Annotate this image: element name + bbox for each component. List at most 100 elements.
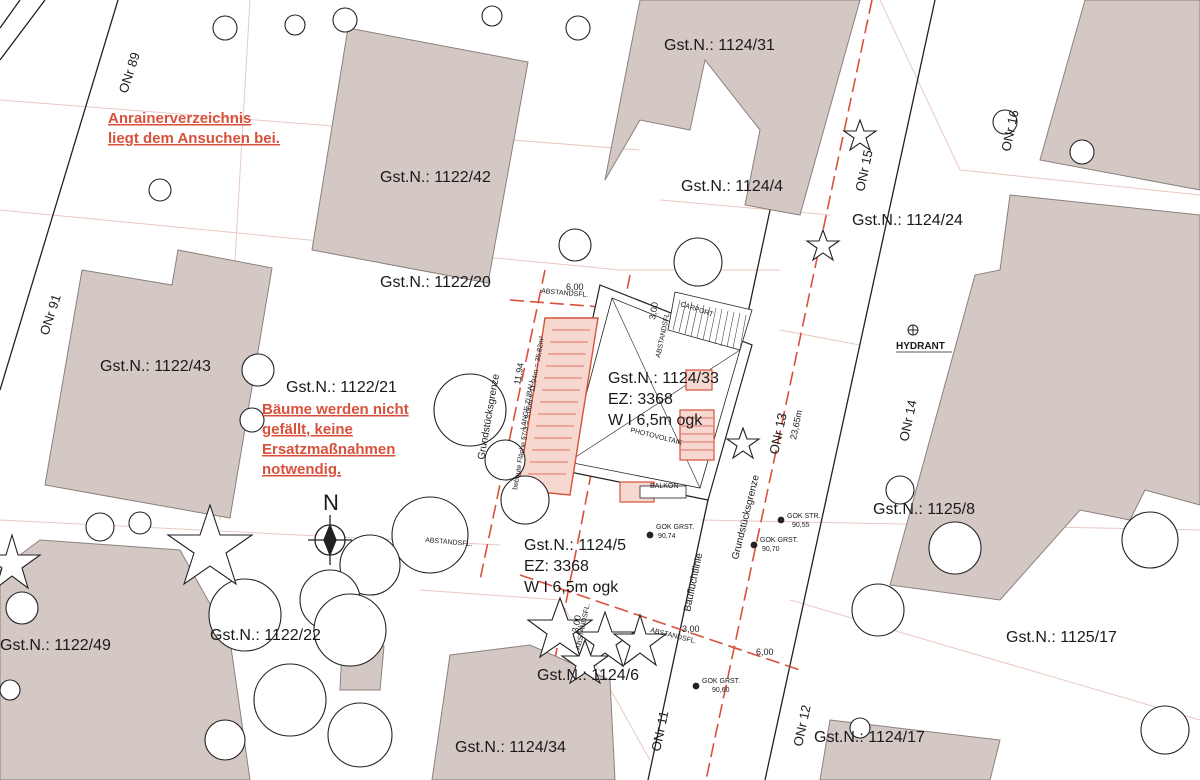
tree-icon [241,353,275,387]
baufluchtlinie-label: Baufluchtlinie [682,552,705,613]
elevation-label: GOK STR. [787,513,821,520]
building-1124-31 [604,0,861,216]
parcel-label: Gst.N.: 1122/20 [380,274,491,291]
zoning-ez: EZ: 3368 [524,558,589,575]
house-number: ONr 14 [896,399,919,443]
conifer-icon [526,596,594,659]
house-number: ONr 15 [852,149,875,193]
parcel-label: Gst.N.: 1122/21 [286,379,397,396]
tree-icon [0,679,21,701]
parcel-label: Gst.N.: 1125/8 [873,501,975,518]
north-arrow [308,515,352,565]
conifer-icon [725,426,761,460]
elevation-value: 90,60 [712,687,730,694]
tree-icon [1069,139,1095,165]
tree-icon [284,14,306,36]
tree-icon [212,15,238,41]
note-trees-line-2: gefällt, keine [262,421,353,438]
building-1124-34 [431,644,616,780]
tree-icon [239,407,265,433]
parcel-label: Gst.N.: 1122/42 [380,169,491,186]
elevation-markers [646,516,785,690]
extension-red [517,317,599,496]
tree-icon [148,178,172,202]
zoning-second: EZ: 3368 W I 6,5m ogk [524,558,619,596]
parcel-label: Gst.N.: 1124/31 [664,37,775,54]
dimension-label: 6,00 [756,647,774,657]
conifer-icon [842,118,878,152]
elevation-label: GOK GRST. [760,537,798,544]
zoning-wi: W I 6,5m ogk [608,412,703,429]
conifer-icon [574,610,636,668]
conifer-icon [0,533,42,590]
tree-icon [928,521,982,575]
house-number: ONr 89 [116,50,143,94]
project-building [517,284,753,503]
tree-icon [673,237,723,287]
elevation-marker-icon [646,531,654,539]
elevation-marker-icon [692,682,700,690]
note-neighbours-line-2: liegt dem Ansuchen bei. [108,130,280,147]
parcel-label: Gst.N.: 1124/6 [537,667,639,684]
parcel-label-project: Gst.N.: 1124/33 [608,370,719,387]
tree-icon [484,439,526,481]
zoning-main: EZ: 3368 W I 6,5m ogk [608,391,703,429]
tree-icon [500,475,550,525]
tree-icon [332,7,358,33]
elevation-label: GOK GRST. [656,524,694,531]
note-neighbours: Anrainerverzeichnis liegt dem Ansuchen b… [108,110,280,147]
house-number: ONr 11 [648,709,671,752]
tree-icon [565,15,591,41]
note-trees: Bäume werden nicht gefällt, keine Ersatz… [262,401,409,478]
building-1124-16 [1039,0,1200,191]
note-trees-line-3: Ersatzmaßnahmen [262,441,395,458]
house-number: ONr 12 [790,704,813,748]
hydrant-icon [907,324,919,336]
tree-icon [433,373,507,447]
building-1125-8 [889,194,1200,601]
house-number: ONr 91 [37,292,64,336]
parcel-label: Gst.N.: 1124/5 [524,537,626,554]
tree-icon [1140,705,1190,755]
trees [0,5,1190,768]
building-1122-49 [0,539,251,780]
conifer-icon [560,638,610,685]
elevation-label: GOK GRST. [702,678,740,685]
parcel-label: Gst.N.: 1122/49 [0,637,111,654]
zoning-ez: EZ: 3368 [608,391,673,408]
elevation-value: 90,70 [762,546,780,553]
tree-icon [885,475,915,505]
parcel-label: Gst.N.: 1122/22 [210,627,321,644]
north-label: N [323,490,339,515]
tree-icon [208,578,282,652]
tree-icon [992,109,1018,135]
dimension-label: 3,00 [682,624,700,634]
balkon-label: BALKON [650,483,678,490]
grundstuecksgrenze-label: Grundstücksgrenze [730,474,762,561]
tree-icon [327,702,393,768]
conifer-icon [166,503,254,586]
note-trees-line-1: Bäume werden nicht [262,401,409,418]
tree-icon [849,717,871,739]
elevation-marker-icon [750,541,758,549]
note-neighbours-line-1: Anrainerverzeichnis [108,110,251,127]
dimension-label: 23,65m [788,409,804,440]
parcel-label: Gst.N.: 1124/24 [852,212,963,229]
dimension-label: 6,00 [566,282,584,292]
zoning-wi: W I 6,5m ogk [524,579,619,596]
tree-icon [558,228,592,262]
carport-hatch [667,291,753,351]
tree-icon [1121,511,1179,569]
hydrant-label: HYDRANT [896,341,945,352]
parcel-label: Gst.N.: 1125/17 [1006,629,1117,646]
conifer-icon [612,613,668,667]
building-1122-42 [311,27,529,284]
building-1122-43 [44,249,273,519]
elevation-labels: GOK GRST. 90,74 GOK STR. 90,55 GOK GRST.… [656,513,821,694]
tree-icon [851,583,905,637]
tree-icon [313,593,387,667]
tree-icon [253,663,327,737]
note-trees-line-4: notwendig. [262,461,341,478]
